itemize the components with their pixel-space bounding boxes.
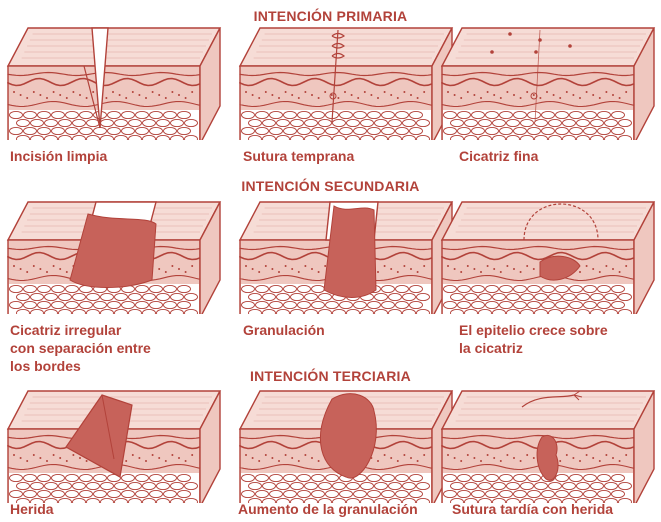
skin-block-diagram — [238, 385, 456, 503]
skin-block-diagram — [6, 196, 224, 314]
caption-increased-granulation: Aumento de la granulación — [238, 500, 418, 518]
skin-block-diagram — [440, 22, 658, 140]
skin-block-diagram — [440, 196, 658, 314]
heading-secondary-intention: INTENCIÓN SECUNDARIA — [0, 178, 661, 194]
caption-clean-incision: Incisión limpia — [10, 147, 107, 165]
panel-delayed-suture — [440, 385, 658, 503]
caption-wound: Herida — [10, 500, 54, 518]
panel-epithelium-growth — [440, 196, 658, 314]
skin-block-diagram — [238, 196, 456, 314]
panel-increased-granulation — [238, 385, 456, 503]
skin-block-diagram — [238, 22, 456, 140]
skin-block-diagram — [440, 385, 658, 503]
caption-fine-scar: Cicatriz fina — [459, 147, 538, 165]
skin-block-diagram — [6, 385, 224, 503]
caption-early-suture: Sutura temprana — [243, 147, 354, 165]
panel-wound — [6, 385, 224, 503]
panel-irregular-scar — [6, 196, 224, 314]
panel-granulation — [238, 196, 456, 314]
panel-early-suture — [238, 22, 456, 140]
caption-granulation: Granulación — [243, 321, 325, 339]
caption-epithelium-growth: El epitelio crece sobre la cicatriz — [459, 321, 608, 357]
caption-delayed-suture: Sutura tardía con herida — [452, 500, 613, 518]
skin-block-diagram — [6, 22, 224, 140]
panel-clean-incision — [6, 22, 224, 140]
panel-fine-scar — [440, 22, 658, 140]
caption-irregular-scar: Cicatriz irregular con separación entre … — [10, 321, 151, 375]
